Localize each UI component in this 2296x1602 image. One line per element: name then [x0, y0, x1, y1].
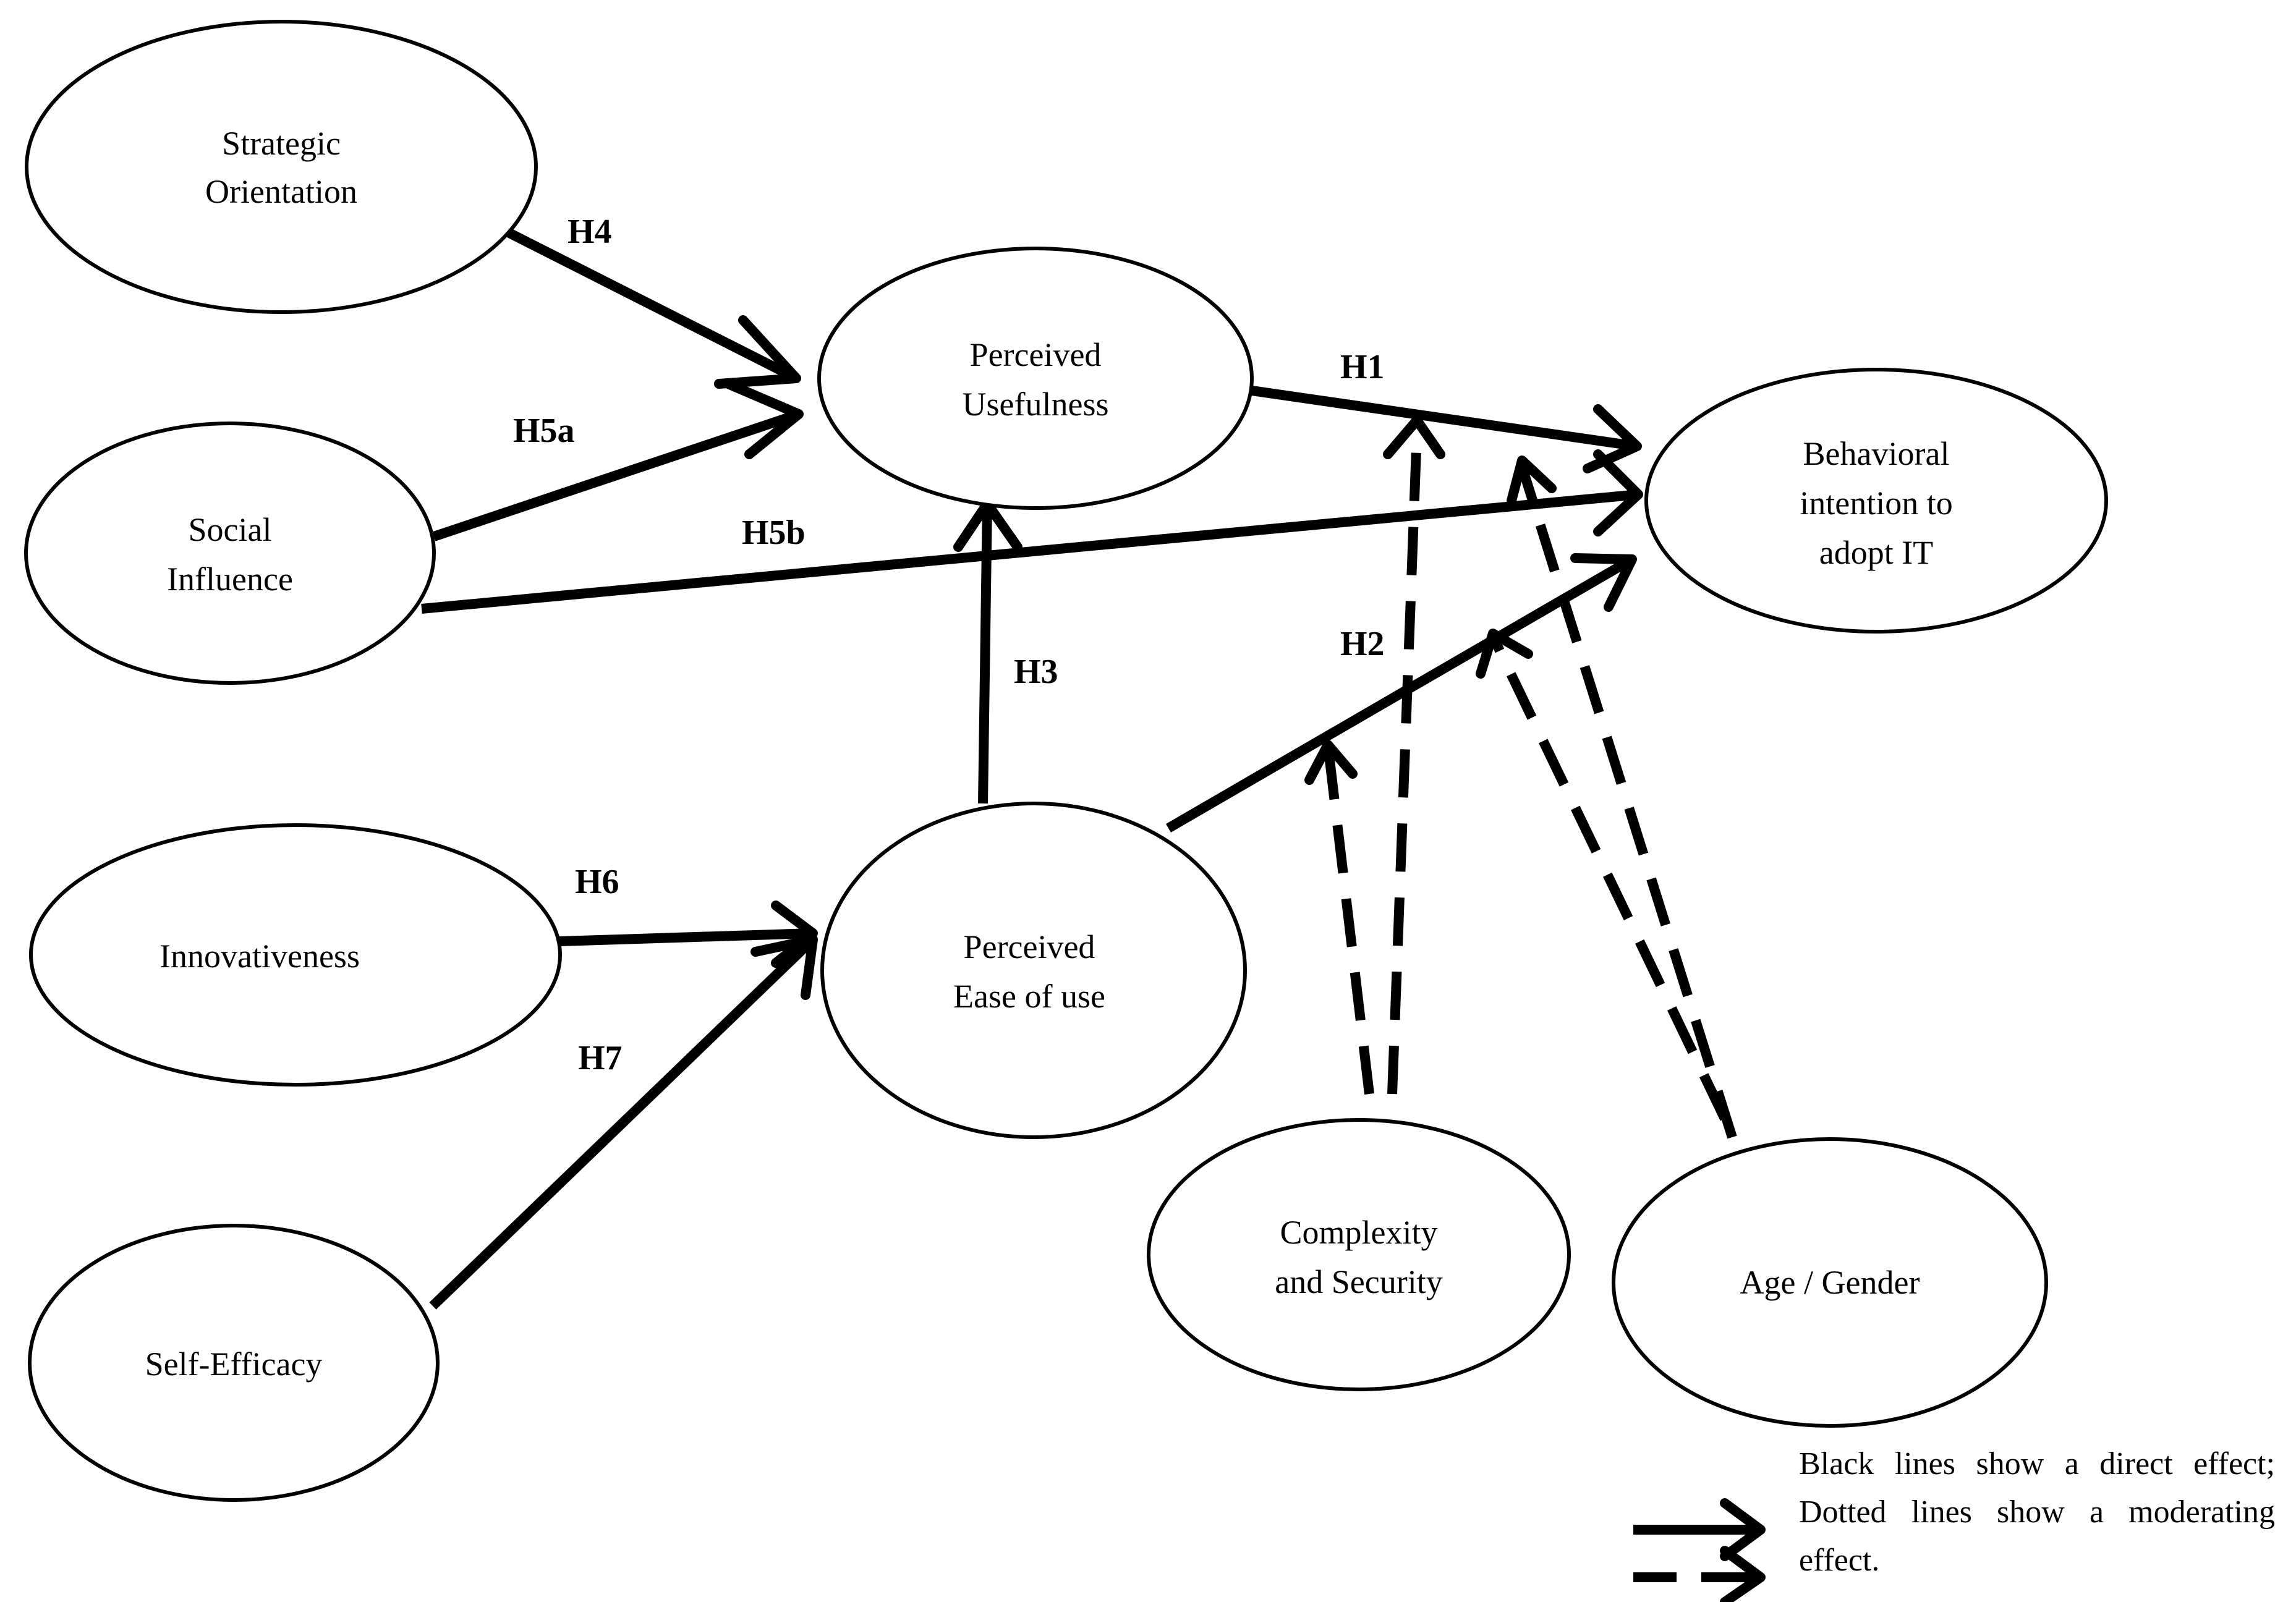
- moderator-age-to-h2: [1476, 629, 1730, 1121]
- label-h4: H4: [568, 213, 612, 251]
- node-label-line: Innovativeness: [159, 938, 360, 975]
- node-label-line: and Security: [1275, 1263, 1442, 1300]
- node-label-line: Behavioral: [1803, 435, 1950, 472]
- edge-h1: [1251, 386, 1642, 473]
- moderator-complexity-to-h1: [1383, 415, 1445, 1095]
- node-perceived-usefulness: Perceived Usefulness: [817, 247, 1254, 510]
- node-self-efficacy: Self-Efficacy: [28, 1224, 440, 1502]
- node-label-line: Complexity: [1280, 1214, 1438, 1251]
- node-strategic-orientation: Strategic Orientation: [25, 20, 538, 314]
- label-h3: H3: [1014, 653, 1058, 691]
- node-label-line: intention to: [1800, 485, 1952, 522]
- node-label-line: Social: [189, 511, 272, 548]
- edge-h7: [429, 934, 818, 1310]
- node-label-line: adopt IT: [1819, 534, 1933, 571]
- legend-text: Black lines show a direct effect; Dotted…: [1799, 1446, 2275, 1578]
- legend-moderating-arrow: [1633, 1546, 1766, 1602]
- edge-h5b: [421, 449, 1643, 614]
- node-innovativeness: Innovativeness: [29, 823, 562, 1087]
- legend-direct-arrow: [1633, 1498, 1766, 1561]
- label-h5a: H5a: [513, 412, 575, 450]
- node-label-line: Orientation: [205, 173, 357, 210]
- node-label-line: Self-Efficacy: [145, 1346, 323, 1383]
- node-social-influence: Social Influence: [24, 422, 436, 685]
- label-h1: H1: [1340, 348, 1385, 386]
- node-perceived-ease-of-use: Perceived Ease of use: [820, 802, 1247, 1139]
- node-label-line: Age / Gender: [1740, 1264, 1920, 1301]
- node-label-line: Ease of use: [953, 978, 1105, 1015]
- node-label-line: Strategic: [222, 125, 341, 162]
- node-label-line: Usefulness: [963, 386, 1109, 423]
- node-age-gender: Age / Gender: [1612, 1137, 2048, 1428]
- node-label-line: Perceived: [964, 928, 1095, 965]
- node-label-line: Perceived: [970, 336, 1102, 373]
- edge-h4: [504, 227, 801, 389]
- edge-h6: [559, 901, 818, 968]
- node-label-line: Influence: [167, 561, 293, 598]
- label-h2: H2: [1340, 625, 1385, 663]
- edge-h2: [1165, 553, 1637, 833]
- label-h5b: H5b: [742, 514, 806, 552]
- label-h6: H6: [575, 863, 619, 901]
- node-complexity-security: Complexity and Security: [1147, 1118, 1571, 1391]
- node-behavioral-intention: Behavioral intention to adopt IT: [1644, 368, 2108, 634]
- edge-h5a: [432, 379, 804, 541]
- moderator-age-to-h1: [1507, 456, 1737, 1139]
- label-h7: H7: [578, 1039, 623, 1077]
- moderator-complexity-to-h2: [1304, 740, 1374, 1095]
